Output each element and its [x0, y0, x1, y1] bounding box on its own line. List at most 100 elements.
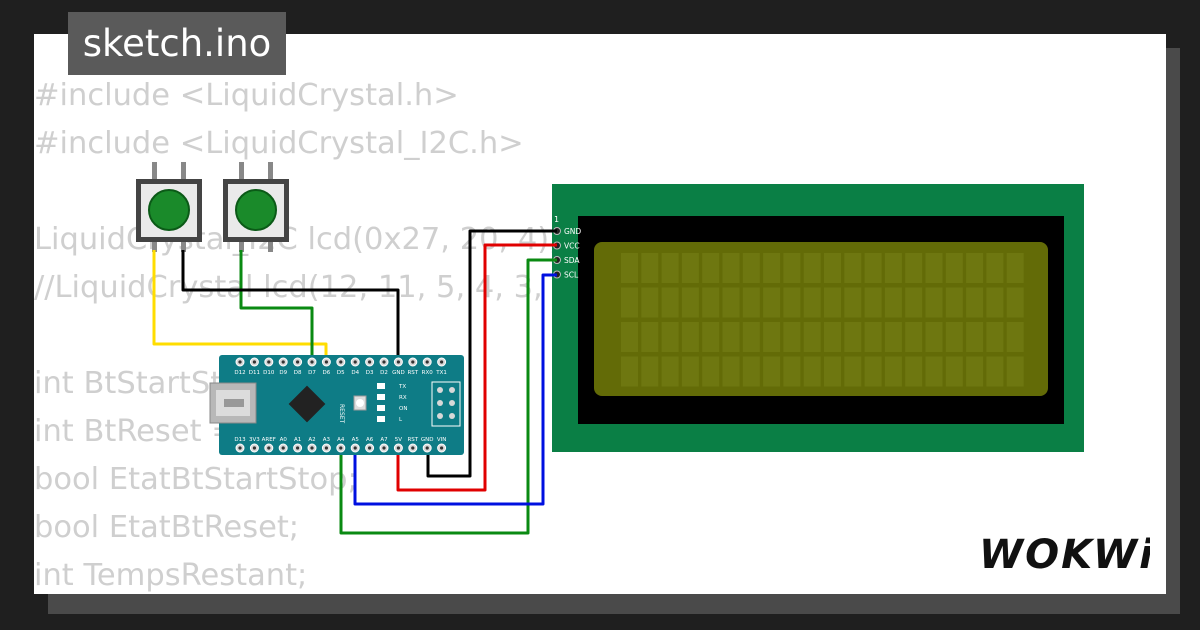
- start-stop-pushbutton[interactable]: [136, 162, 202, 252]
- code-line: bool EtatBtStartStop;: [34, 462, 358, 497]
- lcd-cell: [864, 287, 882, 318]
- lcd-cell: [803, 356, 821, 387]
- wokwi-logo: WOKWi: [979, 532, 1150, 578]
- lcd-cell: [722, 287, 740, 318]
- lcd-cell: [1006, 322, 1024, 352]
- sketch-filename-tab[interactable]: sketch.ino: [68, 12, 286, 75]
- lcd-cell: [864, 253, 882, 283]
- code-line: int TempsRestant;: [34, 558, 308, 593]
- nano-pin-label: D3: [366, 370, 374, 376]
- lcd-cell: [925, 253, 943, 283]
- nano-pin-hole: [296, 360, 300, 364]
- nano-pin-label: GND: [421, 437, 434, 443]
- lcd-cell: [986, 322, 1004, 352]
- lcd-cell: [864, 322, 882, 352]
- nano-pin-hole: [425, 360, 429, 364]
- lcd-cell: [1006, 287, 1024, 318]
- nano-pin-label: D11: [249, 370, 260, 376]
- lcd-cell: [641, 253, 659, 283]
- nano-pin-hole: [353, 446, 357, 450]
- start-stop-button-cap[interactable]: [148, 189, 190, 231]
- lcd-cell: [945, 287, 963, 318]
- lcd-cell: [884, 356, 902, 387]
- nano-pin-label: A1: [294, 437, 301, 443]
- lcd-cell: [641, 356, 659, 387]
- nano-pin-label: D13: [234, 437, 246, 443]
- nano-pin-label: AREF: [262, 437, 276, 443]
- wire-red-vcc[interactable]: [396, 243, 557, 492]
- lcd-cell: [945, 356, 963, 387]
- nano-pin-hole: [238, 360, 242, 364]
- nano-pin-label: D10: [263, 370, 275, 376]
- lcd-cell: [844, 253, 862, 283]
- nano-pin-label: D9: [279, 370, 287, 376]
- nano-led: [377, 394, 385, 400]
- nano-pin-hole: [281, 446, 285, 450]
- reset-button-cap[interactable]: [235, 189, 277, 231]
- lcd-cell: [966, 322, 984, 352]
- lcd-character-cells: [621, 253, 1024, 387]
- icsp-pin: [437, 413, 443, 419]
- lcd-cell: [966, 356, 984, 387]
- reset-pushbutton[interactable]: [223, 162, 289, 252]
- lcd-cell: [783, 253, 801, 283]
- lcd-cell: [803, 287, 821, 318]
- nano-pin-hole: [296, 446, 300, 450]
- lcd-cell: [661, 253, 679, 283]
- lcd-cell: [925, 356, 943, 387]
- lcd-cell: [621, 356, 638, 387]
- lcd-cell: [884, 253, 902, 283]
- nano-led-label: TX: [398, 384, 406, 390]
- lcd-cell: [722, 356, 740, 387]
- lcd-cell: [945, 253, 963, 283]
- nano-pin-label: GND: [392, 370, 405, 376]
- lcd-cell: [864, 356, 882, 387]
- nano-pin-hole: [310, 446, 314, 450]
- lcd-cell: [702, 322, 720, 352]
- lcd-cell: [702, 287, 720, 318]
- nano-pin-hole: [281, 360, 285, 364]
- lcd-cell: [824, 356, 841, 387]
- lcd-cell: [945, 322, 963, 352]
- nano-pin-label: RST: [407, 370, 418, 376]
- nano-pin-hole: [310, 360, 314, 364]
- nano-pin-hole: [324, 360, 328, 364]
- nano-pin-hole: [252, 360, 256, 364]
- lcd-cell: [905, 287, 923, 318]
- nano-led: [377, 416, 385, 422]
- nano-pin-label: D5: [337, 370, 345, 376]
- wire-green-button[interactable]: [239, 250, 314, 362]
- wire-yellow[interactable]: [152, 250, 328, 362]
- nano-pin-hole: [267, 446, 271, 450]
- lcd-cell: [824, 287, 841, 318]
- nano-pin-label: D2: [380, 370, 388, 376]
- lcd-cell: [905, 322, 923, 352]
- nano-pin-label: A5: [352, 437, 360, 443]
- wire-blue-scl[interactable]: [353, 273, 557, 506]
- lcd-cell: [641, 287, 659, 318]
- wire-green-sda[interactable]: [339, 258, 557, 535]
- nano-pin-label: A7: [380, 437, 388, 443]
- lcd-pin-label: SCL: [564, 271, 579, 280]
- wire-black-buttons[interactable]: [181, 250, 400, 362]
- nano-pin-hole: [238, 446, 242, 450]
- nano-pin-label: D4: [351, 370, 359, 376]
- nano-board: [219, 355, 464, 455]
- nano-pin-label: A6: [366, 437, 374, 443]
- lcd-cell: [844, 322, 862, 352]
- lcd-cell: [905, 253, 923, 283]
- lcd-cell: [884, 322, 902, 352]
- lcd-pin-label: VCC: [564, 242, 580, 251]
- nano-pin-label: D7: [308, 370, 316, 376]
- lcd-cell: [702, 253, 720, 283]
- wire-black-gnd[interactable]: [426, 229, 557, 478]
- lcd-cell: [702, 356, 720, 387]
- nano-pin-label: D12: [234, 370, 245, 376]
- icsp-pin: [449, 413, 455, 419]
- code-line: #include <LiquidCrystal.h>: [34, 78, 459, 113]
